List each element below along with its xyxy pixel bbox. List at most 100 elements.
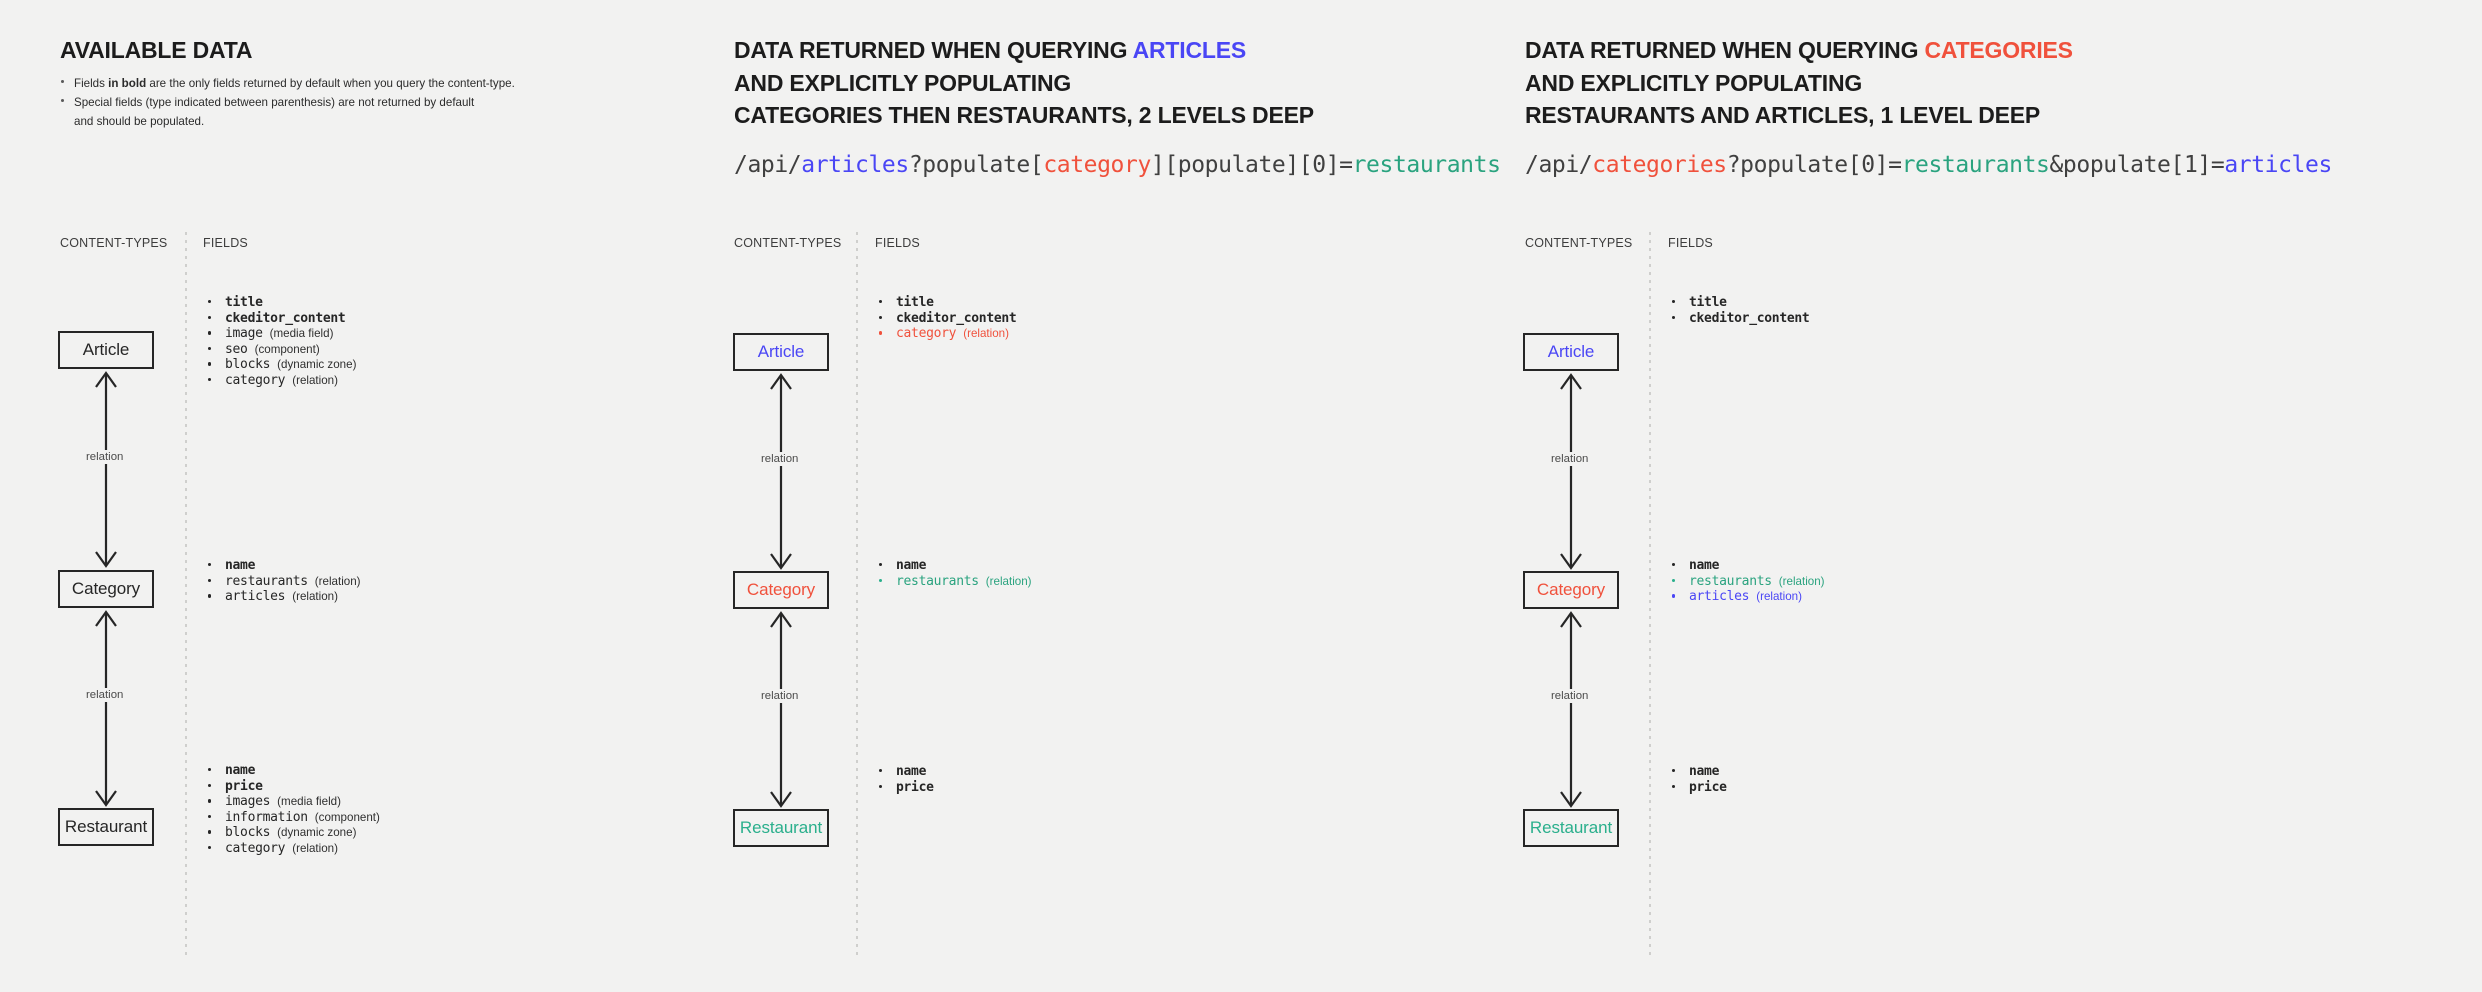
label-content-types: CONTENT-TYPES — [1525, 236, 1633, 250]
field-row: blocks(dynamic zone) — [205, 824, 380, 840]
bullet-icon — [208, 578, 212, 582]
field-name: category — [896, 326, 957, 342]
field-type: (relation) — [963, 327, 1009, 341]
field-name: articles — [225, 589, 286, 605]
legend-note-1-text: Fields in bold are the only fields retur… — [74, 77, 515, 90]
url-segment-plain-0: /api/ — [1525, 152, 1593, 178]
field-row: restaurants(relation) — [876, 573, 1032, 589]
field-type: (component) — [314, 810, 380, 824]
bullet-icon — [61, 80, 64, 83]
field-name: image — [225, 326, 263, 342]
url-segment-blue-1: articles — [801, 152, 909, 178]
field-name: price — [1689, 779, 1727, 795]
column-query-categories: DATA RETURNED WHEN QUERYING CATEGORIES A… — [1495, 0, 2482, 992]
relation-label-2: relation — [757, 689, 803, 703]
field-row: name — [876, 763, 934, 779]
label-content-types: CONTENT-TYPES — [60, 236, 168, 250]
bullet-icon — [1672, 594, 1676, 598]
content-type-box-category[interactable]: Category — [733, 571, 829, 609]
field-type: (relation) — [292, 373, 338, 387]
field-name: title — [225, 295, 263, 310]
field-name: information — [225, 809, 308, 825]
field-type: (component) — [254, 342, 320, 356]
bullet-icon — [208, 783, 212, 787]
content-type-box-restaurant[interactable]: Restaurant — [1523, 809, 1619, 847]
column-divider — [856, 232, 858, 960]
url-segment-green-5: restaurants — [1352, 152, 1501, 178]
content-type-box-article[interactable]: Article — [58, 331, 154, 369]
field-name: restaurants — [225, 573, 308, 589]
column-divider — [185, 232, 187, 960]
field-row: ckeditor_content — [1669, 310, 1810, 326]
bullet-icon — [879, 784, 883, 788]
legend-note-2-cont-text: and should be populated. — [74, 115, 205, 128]
bullet-icon — [1672, 578, 1676, 582]
field-name: blocks — [225, 825, 271, 841]
content-type-box-restaurant[interactable]: Restaurant — [733, 809, 829, 847]
relation-label-1: relation — [757, 452, 803, 466]
field-row: name — [1669, 557, 1825, 573]
field-row: ckeditor_content — [876, 310, 1017, 326]
field-name: ckeditor_content — [1689, 310, 1810, 326]
column-2-heading-line-2: AND EXPLICITLY POPULATING — [734, 69, 1072, 96]
bullet-icon — [879, 300, 883, 304]
field-name: seo — [225, 341, 248, 357]
legend-notes: Fields in bold are the only fields retur… — [60, 74, 620, 131]
content-type-box-article[interactable]: Article — [733, 333, 829, 371]
field-name: blocks — [225, 357, 271, 373]
column-3-heading-line-3: RESTAURANTS AND ARTICLES, 1 LEVEL DEEP — [1525, 102, 2041, 128]
bullet-icon — [208, 768, 212, 772]
field-name: category — [225, 372, 286, 388]
bullet-icon — [208, 346, 212, 351]
field-row: seo (component) — [205, 341, 356, 357]
field-row: articles (relation) — [205, 588, 361, 604]
content-type-box-category[interactable]: Category — [1523, 571, 1619, 609]
field-name: name — [896, 558, 927, 573]
field-type: (media field) — [277, 795, 341, 809]
url-segment-plain-2: ?populate[0]= — [1726, 152, 1902, 178]
field-name: price — [896, 779, 934, 795]
field-row: title — [205, 294, 356, 310]
label-fields: FIELDS — [203, 236, 248, 250]
relation-arrow-article-category — [86, 369, 126, 570]
relation-label-2: relation — [82, 688, 128, 702]
url-segment-plain-2: ?populate[ — [908, 152, 1044, 178]
relation-arrow-category-restaurant — [1551, 609, 1591, 810]
bullet-icon — [61, 99, 64, 102]
bullet-icon — [208, 814, 212, 819]
field-row: name — [876, 557, 1032, 573]
bullet-icon — [208, 845, 212, 850]
content-type-box-restaurant[interactable]: Restaurant — [58, 808, 154, 846]
content-type-box-category[interactable]: Category — [58, 570, 154, 608]
column-2-heading: DATA RETURNED WHEN QUERYING ARTICLES AND… — [734, 34, 1314, 132]
content-type-box-article[interactable]: Article — [1523, 333, 1619, 371]
bullet-icon — [208, 331, 212, 335]
label-fields: FIELDS — [1668, 236, 1713, 250]
field-name: name — [1689, 558, 1720, 573]
legend-note-2-text: Special fields (type indicated between p… — [74, 96, 475, 109]
field-row: articles(relation) — [1669, 588, 1825, 604]
field-row: price — [1669, 779, 1727, 795]
field-type: (relation) — [985, 574, 1032, 588]
url-segment-red-3: category — [1043, 152, 1151, 178]
field-row: price — [205, 778, 380, 794]
relation-arrow-category-restaurant — [761, 609, 801, 810]
field-row: image(media field) — [205, 325, 356, 341]
bullet-icon — [879, 769, 883, 773]
column-3-heading-line-1: DATA RETURNED WHEN QUERYING CATEGORIES — [1525, 37, 2073, 63]
column-3-heading-line-2: AND EXPLICITLY POPULATING — [1525, 69, 1863, 96]
bullet-icon — [879, 563, 883, 567]
column-1-heading: AVAILABLE DATA — [60, 34, 252, 67]
bullet-icon — [208, 300, 212, 304]
bullet-icon — [1672, 300, 1676, 304]
api-url-articles: /api/articles?populate[category][populat… — [734, 151, 1501, 179]
field-type: (relation) — [292, 590, 338, 604]
bullet-icon — [1672, 315, 1676, 319]
